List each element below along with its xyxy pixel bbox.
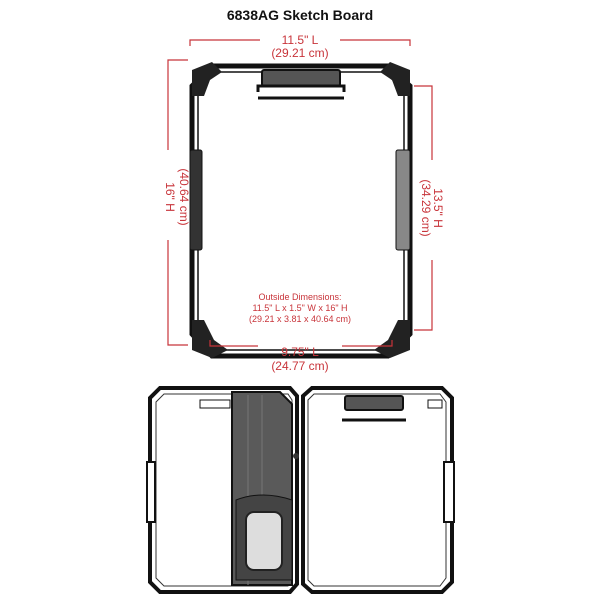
bottom-dimension-metric: (24.77 cm): [271, 359, 328, 373]
bottom-dimension: [209, 340, 393, 347]
handle: [256, 69, 346, 100]
pocket-window: [245, 511, 283, 571]
side-clips: [189, 149, 411, 251]
open-right-panel: [301, 386, 455, 594]
left-dimension-imperial: 16" H: [163, 182, 177, 212]
board-top-view: [189, 62, 413, 359]
outside-dimensions-metric: (29.21 x 3.81 x 40.64 cm): [249, 314, 351, 324]
right-panel-handle: [344, 395, 404, 411]
outside-dimensions-imperial: 11.5" L x 1.5" W x 16" H: [252, 303, 347, 313]
top-dimension: [189, 39, 411, 46]
top-dimension-imperial: 11.5" L: [282, 33, 319, 47]
right-dimension-metric: (34.29 cm): [419, 179, 433, 236]
left-dimension: [167, 59, 188, 346]
outside-dimensions-heading: Outside Dimensions:: [258, 292, 341, 302]
right-dimension: [414, 85, 433, 331]
open-left-panel: [146, 386, 299, 594]
top-dimension-metric: (29.21 cm): [271, 46, 328, 60]
corner-brackets: [192, 62, 410, 358]
left-dimension-metric: (40.64 cm): [177, 168, 191, 225]
diagram-title: 6838AG Sketch Board: [227, 7, 373, 23]
bottom-dimension-imperial: 9.75" L: [281, 345, 319, 359]
right-dimension-imperial: 13.5" H: [431, 188, 445, 228]
